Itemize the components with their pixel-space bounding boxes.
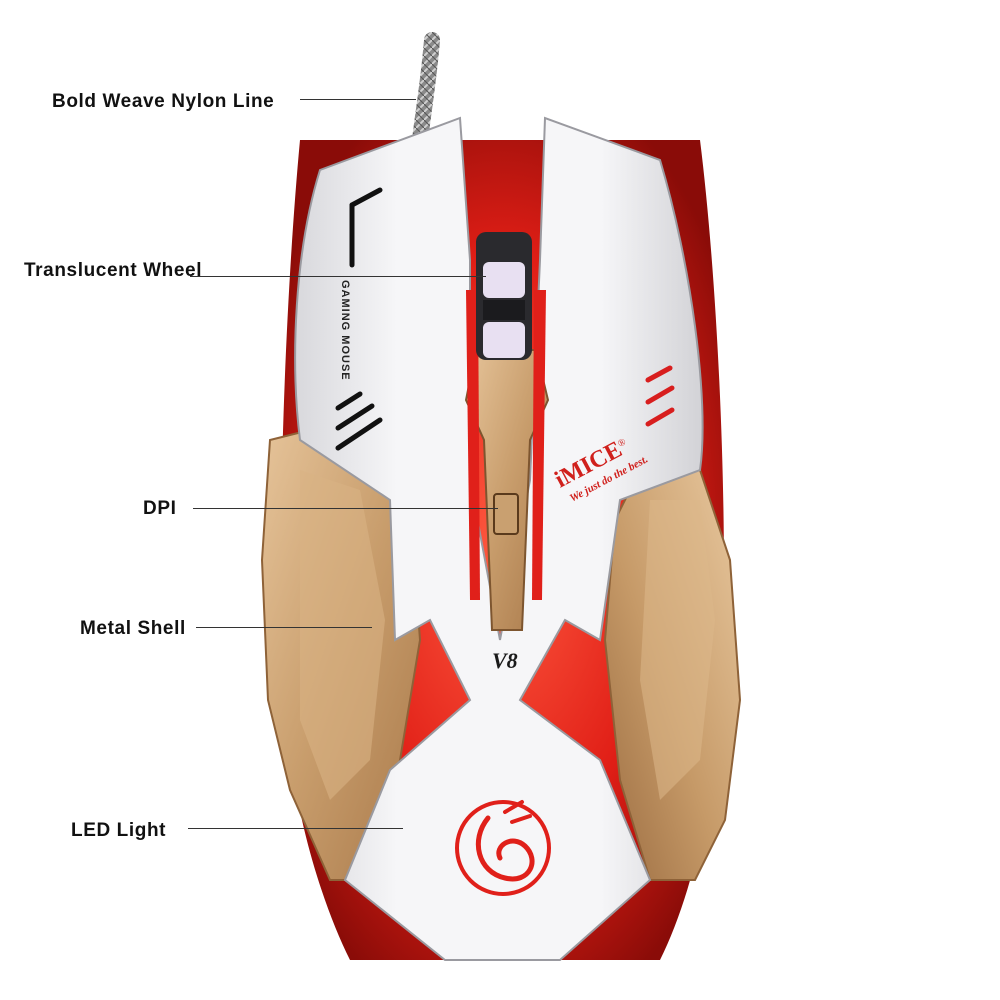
label-bold-weave-nylon-line: Bold Weave Nylon Line [52,91,275,112]
right-stripe-decoration [645,365,675,427]
leader-line-led [188,828,403,829]
model-number: V8 [492,648,518,673]
label-metal-shell: Metal Shell [80,618,186,639]
left-stripe-decoration [335,187,383,451]
leader-line-cable [300,99,416,100]
leader-line-wheel [190,276,486,277]
leader-line-shell [196,627,372,628]
leader-line-dpi [193,508,498,509]
side-text: GAMING MOUSE [339,280,351,381]
label-led-light: LED Light [71,820,167,841]
dpi-button [493,493,519,535]
label-dpi: DPI [143,498,177,519]
label-translucent-wheel: Translucent Wheel [24,260,203,281]
white-shell [294,116,704,961]
translucent-scroll-wheel [476,232,532,360]
dragon-emblem-icon [455,800,551,896]
